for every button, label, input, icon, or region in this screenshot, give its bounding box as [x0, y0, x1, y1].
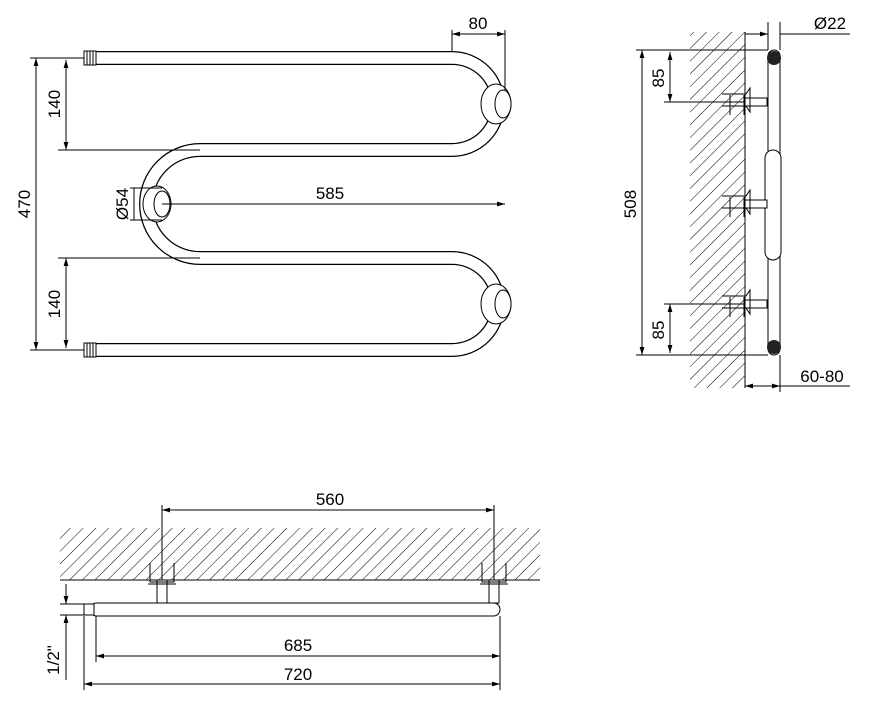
dim-inner-length: 585: [162, 184, 505, 207]
dim-bend-diameter: Ø54: [113, 187, 162, 221]
dim-total-width: 720: [83, 616, 501, 690]
front-bracket-upper: [480, 83, 512, 125]
side-view: Ø22 508 85 85 60-80: [621, 14, 850, 392]
top-wall-hatch: [60, 528, 540, 580]
side-wall-hatch: [690, 32, 745, 388]
dim-top-offset-label: 80: [469, 14, 488, 33]
dim-lower-loop-label: 140: [45, 290, 64, 318]
dim-total-height: 470: [15, 57, 84, 351]
dim-wall-distance: 60-80: [745, 355, 850, 392]
dim-total-height-label: 470: [15, 190, 34, 218]
dim-inner-length-label: 585: [316, 184, 344, 203]
top-pipe-thread: [83, 603, 95, 616]
top-pipe: [89, 602, 501, 617]
side-pipe-top-end: [767, 51, 781, 65]
dim-total-width-label: 720: [284, 665, 312, 684]
dim-inner-width: 685: [95, 616, 501, 662]
dim-thread-label: 1/2": [44, 645, 63, 675]
front-bracket-lower: [480, 283, 512, 325]
side-bracket-top: [722, 86, 768, 115]
dim-mount-spacing-label: 560: [316, 490, 344, 509]
dim-pipe-diameter: Ø22: [745, 14, 850, 50]
dim-top-offset: 80: [451, 14, 506, 90]
dim-bottom-mount: 85: [649, 303, 745, 353]
side-bracket-middle: [722, 188, 768, 217]
dim-top-mount-label: 85: [649, 69, 668, 88]
top-view: 560 685 720 1/2": [44, 490, 540, 690]
dim-mount-spacing: 560: [161, 490, 495, 580]
top-bracket-left: [148, 563, 176, 604]
dim-top-mount: 85: [649, 52, 745, 103]
dim-bend-diameter-label: Ø54: [113, 188, 132, 220]
front-view: 80 470 140 140 Ø54: [15, 14, 512, 358]
dim-pipe-diameter-label: Ø22: [814, 14, 846, 33]
front-thread-bottom: [83, 342, 97, 358]
dim-height-label: 508: [621, 190, 640, 218]
dim-bottom-mount-label: 85: [649, 321, 668, 340]
dim-inner-width-label: 685: [284, 636, 312, 655]
dim-wall-distance-label: 60-80: [800, 367, 843, 386]
dim-height: 508: [621, 49, 768, 356]
front-thread-top: [83, 50, 97, 66]
dim-thread: 1/2": [44, 584, 84, 680]
dim-lower-loop: 140: [45, 257, 200, 348]
dim-upper-loop-label: 140: [45, 90, 64, 118]
side-pipe-bottom-end: [767, 340, 781, 354]
dim-upper-loop: 140: [45, 60, 200, 151]
